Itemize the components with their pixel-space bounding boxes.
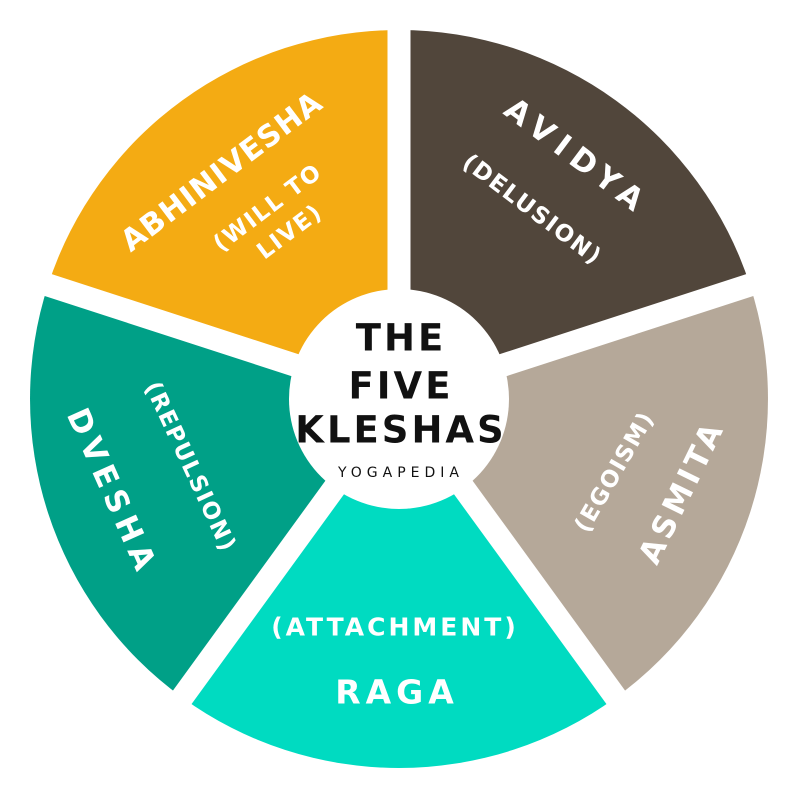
center-title-line-2: FIVE [349, 365, 454, 408]
center-circle [289, 289, 509, 509]
raga-name: RAGA [335, 673, 459, 712]
raga-meaning: (ATTACHMENT) [271, 613, 519, 642]
brand-label: YOGAPEDIA [337, 465, 464, 481]
center-title-line-1: THE [356, 317, 446, 360]
center-title-line-3: KLESHAS [295, 409, 506, 452]
segment-raga [182, 399, 616, 768]
